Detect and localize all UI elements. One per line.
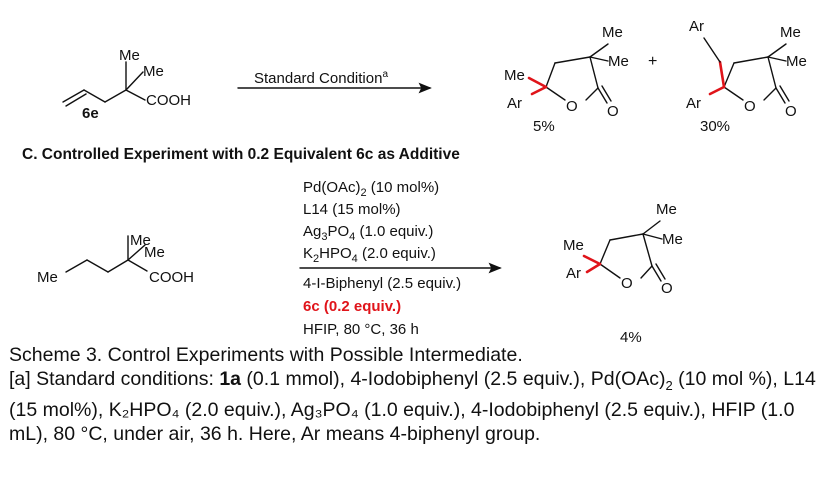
product2-ar-top: Ar (689, 18, 704, 35)
product2-ar-left: Ar (686, 95, 701, 112)
scheme-caption: Scheme 3. Control Experiments with Possi… (9, 343, 831, 446)
bottom-substrate-structure (65, 235, 148, 273)
condition-silver-salt: Ag3PO4 (1.0 equiv.) (303, 223, 433, 246)
substrate-6e-me-lower: Me (143, 63, 164, 80)
condition-k-prefix: K (303, 245, 314, 262)
product1-me-right: Me (608, 53, 629, 70)
bottom-product-me-top: Me (656, 201, 677, 218)
condition-base: K2HPO4 (2.0 equiv.) (303, 245, 436, 268)
substrate-6e-cooh: COOH (146, 92, 191, 109)
bottom-substrate-me-chain: Me (37, 269, 58, 286)
condition-catalyst: Pd(OAc)2 (10 mol%) (303, 179, 439, 202)
substrate-6e-me-upper: Me (119, 47, 140, 64)
bottom-reaction-arrow (299, 262, 502, 274)
condition-k-sub2: 4 (351, 253, 358, 265)
bottom-substrate-cooh: COOH (149, 269, 194, 286)
product2-o-carbonyl: O (785, 103, 797, 120)
caption-title: Scheme 3. Control Experiments with Possi… (9, 344, 523, 366)
product1-o-carbonyl: O (607, 103, 619, 120)
bottom-product-me-right: Me (662, 231, 683, 248)
bottom-product-structure (582, 220, 666, 282)
standard-condition-label: Standard Conditiona (254, 69, 388, 87)
section-title: C. Controlled Experiment with 0.2 Equiva… (22, 146, 460, 163)
condition-solvent-temp-time: HFIP, 80 °C, 36 h (303, 321, 419, 338)
caption-note-sub: 2 (665, 377, 673, 393)
condition-additive: 6c (0.2 equiv.) (303, 298, 402, 315)
condition-ag-suffix: (1.0 equiv.) (355, 223, 434, 240)
product1-me-left: Me (504, 67, 525, 84)
bottom-substrate-me-upper: Me (130, 232, 151, 249)
bottom-product-yield: 4% (620, 329, 642, 346)
condition-pd-prefix: Pd(OAc) (303, 179, 361, 196)
product2-me-right: Me (786, 53, 807, 70)
product1-yield: 5% (533, 118, 555, 135)
product1-ar: Ar (507, 95, 522, 112)
condition-ag-mid: PO (327, 223, 350, 240)
bottom-product-o-ring: O (621, 275, 633, 292)
bottom-product-me-left: Me (563, 237, 584, 254)
substrate-6e-structure (62, 61, 146, 107)
condition-pd-sub: 2 (360, 187, 367, 199)
condition-ag-sub1: 3 (321, 231, 328, 243)
condition-k-suffix: (2.0 equiv.) (357, 245, 436, 262)
condition-k-sub1: 2 (313, 253, 320, 265)
top-reaction-arrow (237, 82, 432, 94)
condition-ag-sub2: 4 (349, 231, 356, 243)
product1-structure (527, 43, 612, 104)
condition-ag-prefix: Ag (303, 223, 322, 240)
caption-note-rest: (10 mol %), L14 (15 mol%), K₂HPO₄ (2.0 e… (9, 368, 816, 445)
product2-me-top: Me (780, 24, 801, 41)
product2-o-ring: O (744, 98, 756, 115)
caption-note-bold: 1a (219, 368, 242, 390)
caption-note-prefix: [a] Standard conditions: (9, 368, 220, 390)
product1-o-ring: O (566, 98, 578, 115)
bottom-product-ar: Ar (566, 265, 581, 282)
standard-condition-text: Standard Condition (254, 70, 383, 87)
product2-structure (703, 37, 790, 104)
condition-aryl-iodide: 4-I-Biphenyl (2.5 equiv.) (303, 275, 462, 292)
bottom-substrate-me-lower: Me (144, 244, 165, 261)
product2-yield: 30% (700, 118, 731, 135)
bottom-product-o-carbonyl: O (661, 280, 673, 297)
caption-note-body: (0.1 mmol), 4-Iodobiphenyl (2.5 equiv.),… (241, 368, 666, 390)
substrate-6e-label: 6e (82, 105, 99, 122)
condition-k-mid: HPO (319, 245, 352, 262)
condition-ligand: L14 (15 mol%) (303, 201, 401, 218)
condition-pd-suffix: (10 mol%) (366, 179, 440, 196)
plus-sign: + (648, 53, 657, 70)
caption-footnote: [a] Standard conditions: 1a (0.1 mmol), … (9, 367, 831, 446)
product1-me-top: Me (602, 24, 623, 41)
standard-condition-footnote-mark: a (382, 69, 388, 80)
